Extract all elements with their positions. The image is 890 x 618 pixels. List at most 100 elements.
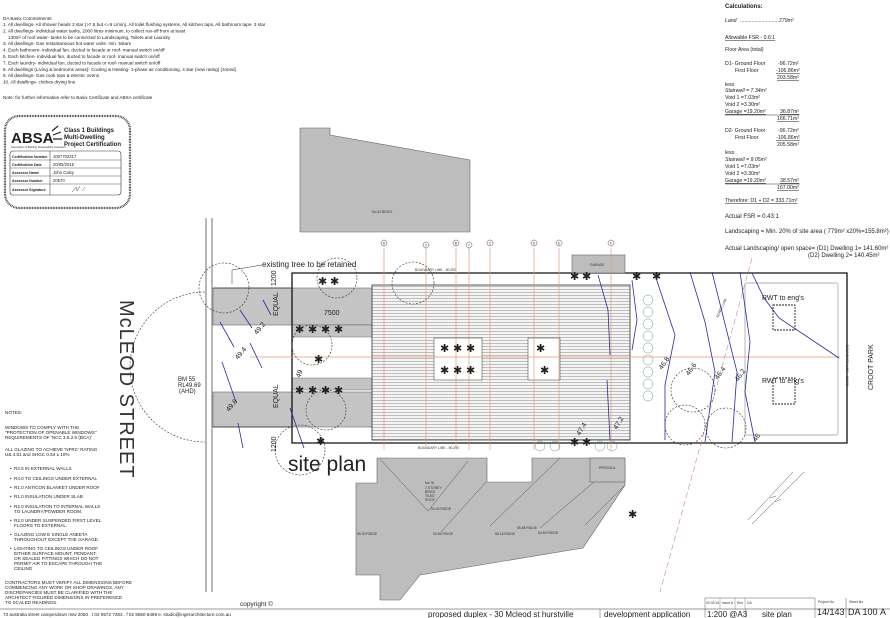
- note-bullet: R2.5 IN EXTERNAL WALLS: [14, 466, 72, 471]
- park-name: CROOT PARK: [868, 344, 875, 390]
- neighbour-bottom-label: No.76: [425, 481, 434, 485]
- boundary-bottom-label: BOUNDARY LINE - 50.290: [418, 446, 459, 450]
- basix-note: Note: for further information refer to B…: [3, 95, 153, 100]
- bullet: •: [10, 494, 12, 499]
- d1-total: 203.58m²: [777, 75, 799, 81]
- revision-date: 20.05.15: [706, 601, 719, 605]
- benchmark-label: BM 55: [178, 377, 196, 383]
- project-number: 14/143: [817, 607, 845, 617]
- north-arrow-icon: [747, 471, 805, 525]
- svg-text:✱: ✱: [334, 324, 343, 336]
- note-bullet: CEILING: [14, 566, 33, 571]
- svg-text:✱: ✱: [570, 437, 579, 449]
- d1-first-value: -106.86m²: [776, 68, 800, 74]
- courtyard: [433, 337, 483, 381]
- benchmark-level: RL49.69: [178, 383, 201, 389]
- absa-logo: ABSA: [11, 130, 54, 147]
- note-bullet: R2.0 UNDER SUSPENDED FIRST LEVEL: [14, 518, 102, 523]
- revision-issue: Issue A: [722, 601, 734, 605]
- grid-marker: D: [533, 241, 536, 245]
- svg-text:✱: ✱: [295, 385, 304, 397]
- absa-row-label: Assessor Signature: [12, 188, 46, 192]
- svg-text:✱: ✱: [318, 276, 327, 288]
- note-bullet: LIGHTING TO CEILINGS UNDER ROOF: [14, 546, 98, 551]
- pergola-label: PERGOLA: [599, 466, 616, 470]
- d1-deductions: 36.87m²: [780, 109, 799, 115]
- contractors-note: ARCHITECT FIGURED DIMENSIONS IN PREFEREN…: [5, 595, 122, 600]
- rainwater-tank-2: [772, 377, 796, 405]
- bullet: •: [10, 485, 12, 490]
- drawing-name: site plan: [762, 610, 792, 618]
- project-no-label: Project No: [818, 600, 834, 604]
- d2-deductions: 38.57m²: [780, 178, 799, 184]
- calculations: Calculations: Land .....................…: [725, 4, 889, 259]
- tree-icon: [391, 261, 435, 305]
- notes-title: NOTES:: [5, 410, 22, 415]
- note-bullet: GLAZING LOW E SINGLE ANEETA: [14, 532, 88, 537]
- project-name: proposed duplex - 30 Mcleod st hurstvill…: [428, 610, 574, 618]
- svg-text:✱: ✱: [536, 343, 545, 355]
- land-dots: .............................: [740, 18, 782, 24]
- actual-landscaping: Actual Landscaping/ open space= (D1) Dwe…: [725, 246, 888, 252]
- d1-ground-value: -96.72m²: [778, 61, 799, 67]
- svg-text:✱: ✱: [321, 324, 330, 336]
- basix-item: 130m² of roof water- tanks to be connect…: [8, 35, 171, 40]
- d2-void1: Void 1 =7.03m²: [725, 164, 760, 170]
- absa-heading: Class 1 Buildings: [64, 128, 115, 134]
- d2-void2: Void 2 =3.30m²: [725, 171, 760, 177]
- tree-icon: [664, 404, 706, 446]
- practice-address: 73 australia street camperdown nsw 2050 …: [3, 612, 231, 617]
- copyright: copyright ©: [240, 600, 273, 608]
- tree-icon: [705, 407, 747, 449]
- note-bullet: TO LAUNDRY/POWDER ROOM.: [14, 509, 82, 514]
- note-bullet: R4.0 TO CEILINGS UNDER EXTERNAL: [14, 476, 97, 481]
- neighbour-top-label: No.32 BRICK: [372, 210, 393, 214]
- svg-text:✱: ✱: [628, 509, 637, 521]
- absa-heading: Project Certification: [64, 142, 121, 148]
- svg-text:✱: ✱: [316, 436, 325, 448]
- street-name: McLEOD STREET: [115, 300, 137, 479]
- note-bullet: R1.0 INSULATION UNDER SLAB: [14, 494, 83, 499]
- d2-ground-label: D2- Ground Floor: [725, 128, 766, 134]
- general-notes: NOTES: WINDOWS TO COMPLY WITH THE "PROTE…: [5, 410, 132, 605]
- bullet: •: [10, 504, 12, 509]
- bullet: •: [10, 546, 12, 551]
- actual-landscaping-d2: (D2) Dwelling 2= 140.45m²: [808, 253, 880, 259]
- basix-item: 1. All dwellings- All shower heads 3 sta…: [3, 22, 266, 27]
- d2-first-value: -106.86m²: [776, 135, 800, 141]
- note-line: ALL GLAZING TO ACHIEVE 'NFRC' RATING: [5, 447, 98, 452]
- d2-garage: Garage =19.20m²: [725, 178, 766, 184]
- svg-text:✱: ✱: [453, 365, 462, 377]
- absa-row-value: 1007702317: [53, 154, 77, 159]
- d1-void1: Void 1 =7.03m²: [725, 95, 760, 101]
- dimension-equal: EQUAL: [273, 384, 280, 408]
- absa-row-value: 20570: [53, 178, 65, 183]
- total-floor-area: Therefore: D1 + D2 = 333.71m²: [725, 198, 798, 204]
- basix-item: 8. All dwellings (Living & bedrooms area…: [3, 67, 237, 72]
- absa-row-label: Certification Number: [12, 155, 48, 159]
- contractors-note: CONTRACTORS MUST VERIFY ALL DIMENSIONS B…: [5, 580, 132, 585]
- sheet-no-label: Sheet No: [849, 600, 863, 604]
- contour-label: 46: [752, 433, 762, 443]
- actual-fsr: Actual FSR = 0.43:1: [725, 214, 780, 220]
- svg-text:✱: ✱: [632, 271, 641, 283]
- d2-first-label: First Floor: [735, 135, 759, 141]
- svg-text:✱: ✱: [540, 365, 549, 377]
- d2-less: less: [725, 150, 735, 156]
- basix-item: 10. All dwellings- clothes drying line: [3, 80, 76, 85]
- svg-text:✱: ✱: [582, 271, 591, 283]
- grid-marker: F: [610, 241, 612, 245]
- calculations-title: Calculations:: [725, 4, 763, 10]
- note-bullet: PERMIT AIR TO ESCAPE THROUGH THE: [14, 561, 102, 566]
- dimension-1200: 1200: [271, 270, 278, 286]
- bullet: •: [10, 532, 12, 537]
- note-line: "PROTECTION OF OPENABLE WINDOWS": [5, 430, 97, 435]
- grid-marker: C: [489, 241, 492, 245]
- contour-label: 46.6: [685, 362, 699, 377]
- contour-label: 49: [295, 369, 304, 379]
- d1-ground-label: D1- Ground Floor: [725, 61, 766, 67]
- grid-marker: X: [425, 243, 428, 247]
- d2-ground-value: -96.72m²: [778, 128, 799, 134]
- neighbour-bottom-label: BRICK: [425, 490, 436, 494]
